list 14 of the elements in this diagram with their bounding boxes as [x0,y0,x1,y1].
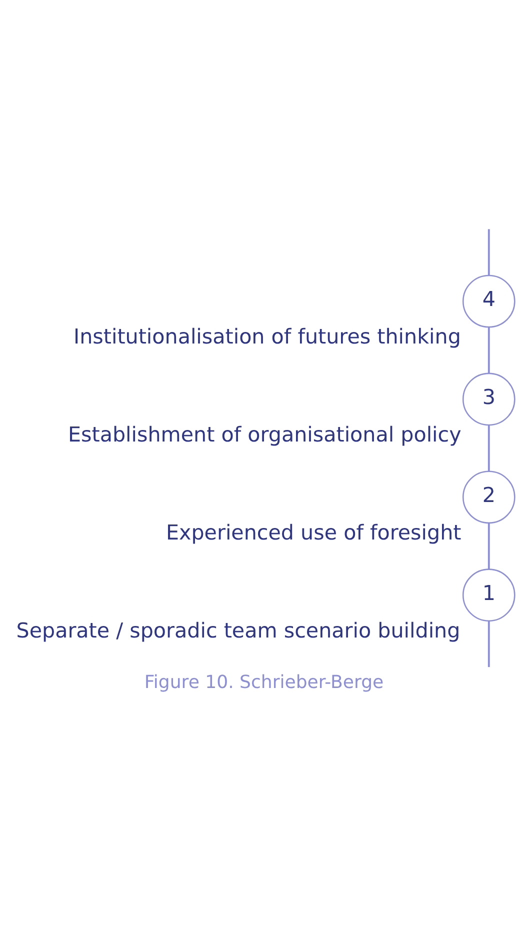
connector [488,621,490,668]
caption: Figure 10. Schrieber-Berge [144,672,384,693]
node-circle: 3 [462,372,516,426]
node-label: Experienced use of foresight [166,520,462,544]
node-circle: 1 [462,568,516,622]
node-circle: 4 [462,274,516,328]
connector [488,327,490,374]
node-label: Institutionalisation of futures thinking [74,324,461,349]
node-circle: 2 [462,470,516,524]
connector [488,425,490,472]
node-label: Separate / sporadic team scenario building [16,618,460,642]
connector [488,523,490,570]
connector [488,229,490,276]
node-label: Establishment of organisational policy [68,422,462,446]
